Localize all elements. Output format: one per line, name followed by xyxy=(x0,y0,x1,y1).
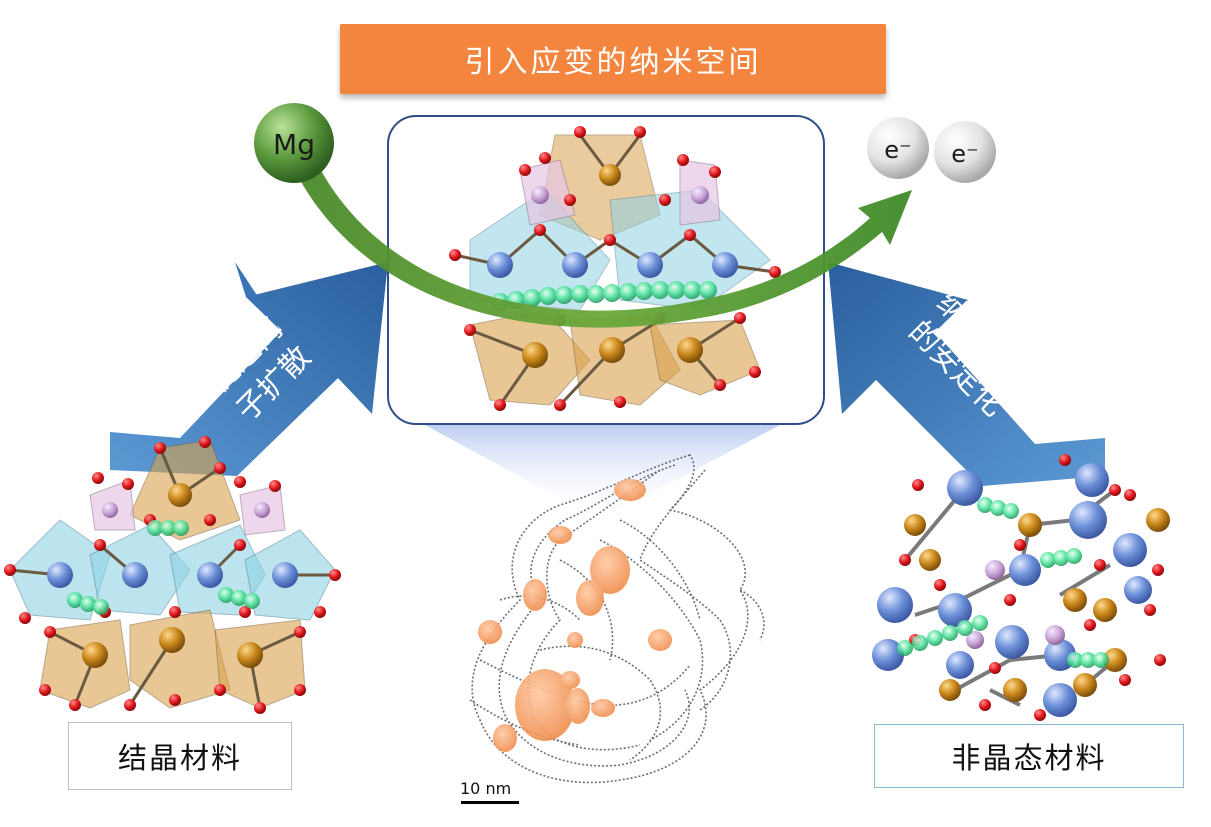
green-curved-arrow xyxy=(300,165,912,328)
left-blue-arrow xyxy=(110,262,388,476)
left-crystal-structure xyxy=(4,436,341,714)
electron-label-1: e⁻ xyxy=(884,136,911,164)
amorphous-material-label: 非晶态材料 xyxy=(874,724,1184,788)
right-amorphous-structure xyxy=(872,454,1170,721)
center-crystal-structure xyxy=(449,126,781,411)
nano-voids xyxy=(478,479,672,752)
scale-bar xyxy=(461,801,519,804)
electron-label-2: e⁻ xyxy=(951,140,978,168)
nanostructure-mesh xyxy=(469,454,765,784)
mg-label: Mg xyxy=(273,128,315,161)
mg-ion-sphere xyxy=(254,103,334,183)
scale-bar-label: 10 nm xyxy=(460,779,512,798)
crystalline-material-label: 结晶材料 xyxy=(68,722,292,790)
title-banner: 引入应变的纳米空间 xyxy=(340,24,886,94)
electron-spheres xyxy=(867,117,996,183)
right-blue-arrow xyxy=(828,262,1105,486)
